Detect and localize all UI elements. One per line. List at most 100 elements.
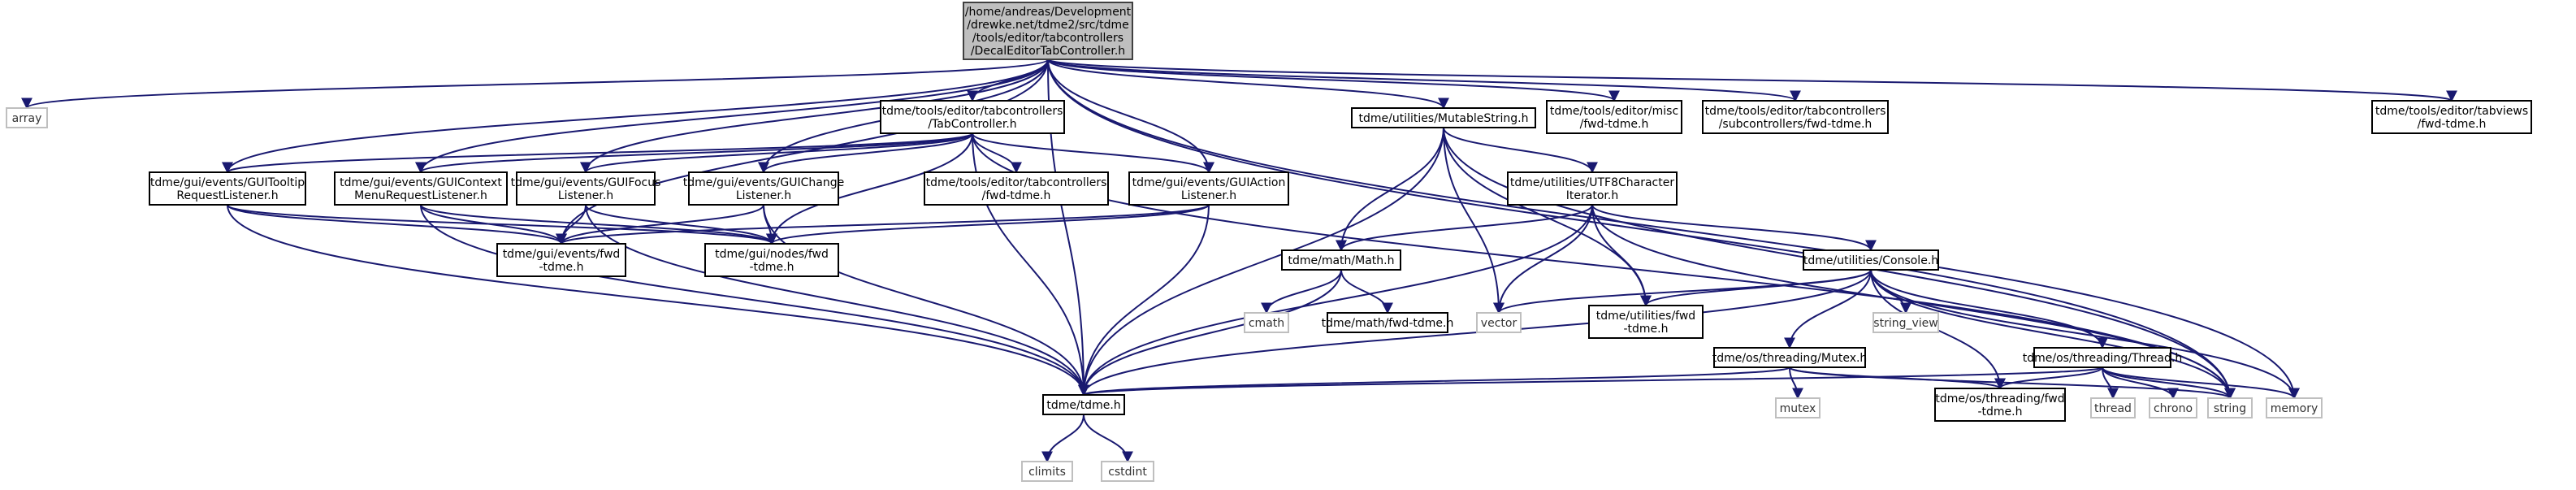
node-tabcontroller[interactable]: tdme/tools/editor/tabcontrollers/TabCont… — [880, 100, 1065, 134]
edge-mutex_h-to-mutex — [1789, 366, 1803, 400]
node-label: tdme/gui/events/fwd — [503, 248, 621, 261]
node-label: tdme/tools/editor/tabcontrollers — [882, 105, 1063, 118]
node-root[interactable]: /home/andreas/Development/drewke.net/tdm… — [963, 2, 1133, 60]
node-label: tdme/os/threading/Thread.h — [2023, 352, 2182, 365]
node-label: tdme/utilities/fwd — [1596, 310, 1695, 323]
node-label: cmath — [1249, 317, 1284, 330]
edge-console-to-mutex_h — [1784, 269, 1872, 349]
node-label: RequestListener.h — [176, 189, 278, 202]
node-climits[interactable]: climits — [1021, 461, 1073, 482]
node-string[interactable]: string — [2207, 397, 2253, 418]
node-label: chrono — [2154, 402, 2193, 415]
edge-root-to-misc_fwd — [1047, 59, 1620, 102]
edge-contextmenu-to-events_fwd — [420, 204, 567, 245]
node-label: tdme/gui/events/GUIContext — [340, 176, 502, 189]
edge-mutablestring-to-tdme_h — [1078, 127, 1444, 397]
node-label: tdme/math/Math.h — [1288, 254, 1395, 267]
edge-mutablestring-to-vector — [1443, 127, 1504, 314]
node-misc-fwd[interactable]: tdme/tools/editor/misc/fwd-tdme.h — [1546, 100, 1682, 134]
edge-root-to-array — [21, 59, 1049, 110]
node-box — [688, 171, 839, 206]
nodes: /home/andreas/Development/drewke.net/tdm… — [6, 2, 2532, 482]
node-cmath[interactable]: cmath — [1244, 312, 1289, 333]
edge-root-to-subcontrollers_fwd — [1047, 59, 1801, 102]
edge-mutablestring-to-utf8 — [1443, 127, 1598, 174]
node-math-fwd[interactable]: tdme/math/fwd-tdme.h — [1322, 312, 1454, 333]
node-box — [1702, 100, 1889, 134]
node-label: tdme/os/threading/fwd — [1935, 392, 2064, 405]
node-chrono[interactable]: chrono — [2149, 397, 2197, 418]
node-contextmenu[interactable]: tdme/gui/events/GUIContextMenuRequestLis… — [334, 171, 508, 206]
node-mutablestring[interactable]: tdme/utilities/MutableString.h — [1351, 107, 1536, 128]
node-memory[interactable]: memory — [2266, 397, 2323, 418]
node-thread[interactable]: thread — [2090, 397, 2136, 418]
node-label: /home/andreas/Development — [965, 6, 1132, 19]
edge-math-to-math_fwd — [1340, 269, 1393, 314]
edge-thread_h-to-chrono — [2102, 366, 2179, 400]
node-label: tdme/utilities/MutableString.h — [1359, 112, 1529, 125]
node-box — [1128, 171, 1289, 206]
edge-tabcontroller-to-action — [972, 132, 1214, 174]
node-tooltip[interactable]: tdme/gui/events/GUITooltipRequestListene… — [149, 171, 306, 206]
node-box — [704, 243, 839, 277]
node-tabviews-fwd[interactable]: tdme/tools/editor/tabviews/fwd-tdme.h — [2371, 100, 2532, 134]
edge-action-to-events_fwd — [556, 204, 1210, 245]
node-array[interactable]: array — [6, 107, 48, 128]
edge-thread_h-to-memory — [2102, 366, 2300, 400]
node-label: climits — [1028, 466, 1066, 479]
node-box — [1872, 312, 1939, 333]
node-box — [1042, 394, 1125, 415]
node-box — [516, 171, 656, 206]
edge-root-to-tabviews_fwd — [1047, 59, 2457, 102]
node-events-fwd[interactable]: tdme/gui/events/fwd-tdme.h — [496, 243, 626, 277]
edge-tabcontroller-to-contextmenu — [415, 132, 973, 174]
node-vector[interactable]: vector — [1476, 312, 1522, 333]
node-threading-fwd[interactable]: tdme/os/threading/fwd-tdme.h — [1934, 388, 2066, 422]
node-label: /subcontrollers/fwd-tdme.h — [1719, 118, 1872, 131]
node-box — [1281, 249, 1401, 271]
node-console[interactable]: tdme/utilities/Console.h — [1803, 249, 1939, 271]
node-utilities-fwd[interactable]: tdme/utilities/fwd-tdme.h — [1588, 305, 1704, 339]
node-label: /drewke.net/tdme2/src/tdme — [967, 19, 1129, 32]
node-string-view[interactable]: string_view — [1872, 312, 1939, 333]
edge-math-to-cmath — [1261, 269, 1342, 314]
edge-contextmenu-to-tdme_h — [420, 204, 1089, 397]
node-label: Listener.h — [736, 189, 791, 202]
edge-utf8-to-tdme_h — [1078, 204, 1593, 397]
edge-tooltip-to-nodes_fwd — [227, 204, 777, 245]
edge-focus-to-nodes_fwd — [585, 204, 777, 245]
edge-thread_h-to-threading_fwd — [1994, 366, 2103, 390]
edge-focus-to-tdme_h — [585, 204, 1089, 397]
edge-tdme_h-to-cstdint — [1083, 414, 1133, 463]
edge-console-to-memory — [1870, 269, 2300, 400]
node-box — [1476, 312, 1522, 333]
node-box — [1803, 249, 1939, 271]
node-subcontrollers-fwd[interactable]: tdme/tools/editor/tabcontrollers/subcont… — [1702, 100, 1889, 134]
node-box — [1775, 397, 1821, 418]
node-label: MenuRequestListener.h — [354, 189, 487, 202]
edge-math-to-tdme_h — [1078, 269, 1342, 397]
node-label: string_view — [1873, 317, 1937, 330]
edge-root-to-mutablestring — [1047, 59, 1449, 110]
node-box — [1351, 107, 1536, 128]
node-thread-h[interactable]: tdme/os/threading/Thread.h — [2023, 347, 2182, 368]
node-tdme-h[interactable]: tdme/tdme.h — [1042, 394, 1125, 415]
node-label: string — [2214, 402, 2246, 415]
edge-tabcontroller-to-nodes_fwd — [766, 132, 973, 245]
node-label: Listener.h — [558, 189, 613, 202]
node-tabcontrollers-fwd[interactable]: tdme/tools/editor/tabcontrollers/fwd-tdm… — [924, 171, 1109, 206]
edges — [21, 59, 2457, 463]
node-box — [1327, 312, 1448, 333]
node-nodes-fwd[interactable]: tdme/gui/nodes/fwd-tdme.h — [704, 243, 839, 277]
node-mutex[interactable]: mutex — [1775, 397, 1821, 418]
node-math[interactable]: tdme/math/Math.h — [1281, 249, 1401, 271]
node-cstdint[interactable]: cstdint — [1101, 461, 1154, 482]
edge-root-to-focus — [580, 59, 1049, 174]
node-box — [2149, 397, 2197, 418]
node-mutex-h[interactable]: tdme/os/threading/Mutex.h — [1712, 347, 1868, 368]
edge-utf8-to-math — [1336, 204, 1593, 252]
